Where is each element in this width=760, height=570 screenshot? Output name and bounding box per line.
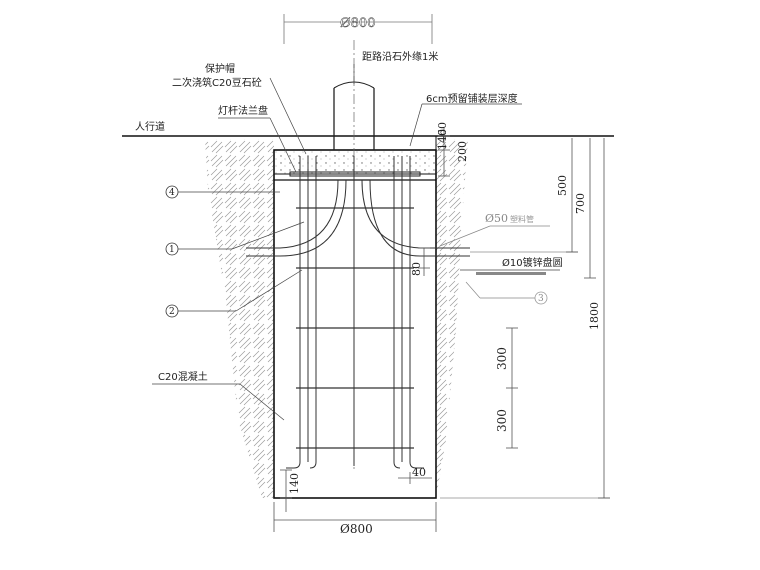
callout-1: 1 xyxy=(165,221,305,256)
callout-4: 4 xyxy=(165,185,280,199)
dim-80: 80 xyxy=(410,262,423,276)
dim-140-bottom: 140 xyxy=(288,473,301,494)
callout-1-text: 1 xyxy=(169,245,175,255)
dim-40-lines xyxy=(398,472,432,484)
dim-140-top: 140 xyxy=(436,129,449,150)
foundation-pit xyxy=(273,136,437,499)
dim-60: 60 xyxy=(436,122,449,136)
top-diameter-text: Ø800 xyxy=(340,16,375,31)
concrete-label-group: C20混凝土 xyxy=(152,370,285,421)
curb-distance-label: 距路沿石外缘1米 xyxy=(362,50,438,63)
conduit-pipes xyxy=(246,179,470,257)
flange-label: 灯杆法兰盘 xyxy=(218,104,268,117)
reserved-paving-label: 6cm预留铺装层深度 xyxy=(426,92,518,105)
dim-300-lower: 300 xyxy=(495,409,509,432)
ring10-label: Ø10镀锌盘圆 xyxy=(502,256,563,269)
callout-4-text: 4 xyxy=(169,188,175,198)
dim-200: 200 xyxy=(456,141,469,162)
top-diameter-dimension: Ø800 xyxy=(283,14,433,44)
bottom-diameter-dimension xyxy=(273,502,437,532)
dim-80-lines xyxy=(418,247,430,276)
callout-3-text: 3 xyxy=(538,294,544,304)
sidewalk-label: 人行道 xyxy=(135,120,165,133)
ring-label-group: Ø10镀锌盘圆 xyxy=(460,256,563,275)
anchor-bolts xyxy=(286,156,424,469)
secondary-pour-label: 二次浇筑C20豆石砼 xyxy=(172,76,262,89)
callout-2: 2 xyxy=(165,269,303,318)
dim-500: 500 xyxy=(556,175,569,196)
callout-2-text: 2 xyxy=(169,307,175,317)
dim-300-upper: 300 xyxy=(495,347,509,370)
flange-plate xyxy=(289,171,421,177)
leader-lines xyxy=(218,64,522,173)
dim-140-lines xyxy=(280,469,292,512)
ground-surface: 人行道 xyxy=(122,120,614,137)
concrete-label: C20混凝土 xyxy=(158,370,208,383)
bottom-diameter-text: Ø800 xyxy=(340,522,373,536)
top-right-dimensions xyxy=(438,128,450,177)
soil-hatching xyxy=(205,139,468,498)
pipe50-note: 塑料管 xyxy=(510,214,534,224)
pipe50-label: Ø50 xyxy=(485,212,508,225)
dim-1800: 1800 xyxy=(588,302,601,330)
dim-700: 700 xyxy=(574,193,587,214)
callout-3: 3 xyxy=(465,281,548,305)
pipe-label-group: Ø50 塑料管 xyxy=(439,212,550,247)
spacing-dimensions xyxy=(506,327,518,449)
protective-cap-label: 保护帽 xyxy=(205,62,235,75)
dim-40: 40 xyxy=(412,466,426,479)
rebar-rings xyxy=(296,207,414,449)
depth-dimensions xyxy=(440,138,610,499)
